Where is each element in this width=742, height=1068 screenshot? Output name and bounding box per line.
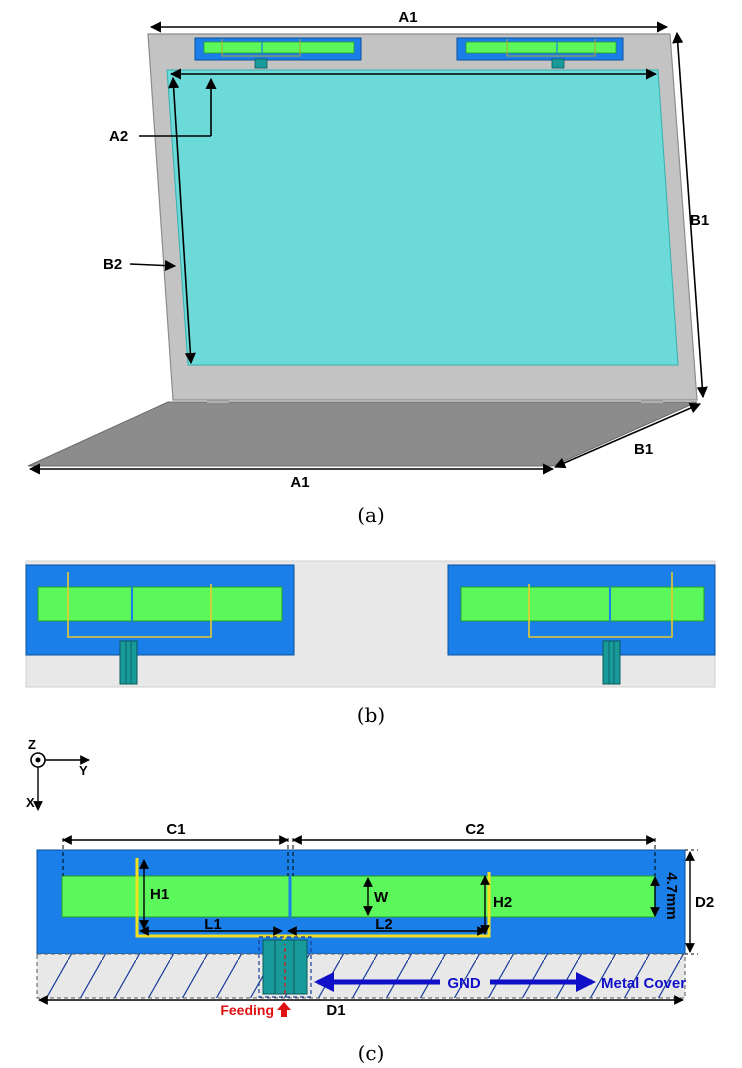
antenna-b-right — [447, 564, 716, 685]
label-a2: A2 — [109, 128, 128, 145]
lid-antenna-right — [456, 37, 624, 69]
caption-c: (c) — [358, 1041, 385, 1065]
leader-b2 — [129, 259, 177, 272]
antenna-b-left — [25, 564, 295, 685]
laptop-base — [27, 401, 698, 467]
dim-b1-screen — [672, 31, 708, 399]
label-h1: H1 — [150, 886, 169, 903]
feeding-arrow-icon — [277, 1002, 291, 1017]
figure-a-laptop: A1 B1 B1 A1 A2 B2 (a) — [27, 9, 709, 527]
caption-a: (a) — [357, 503, 385, 527]
label-b2: B2 — [103, 256, 122, 273]
label-w: W — [374, 889, 389, 906]
label-feeding: Feeding — [220, 1002, 274, 1018]
dim-b2 — [168, 76, 196, 365]
patch — [61, 875, 656, 918]
label-b1-screen: B1 — [690, 212, 709, 229]
figure-b-antennas: (b) — [25, 560, 716, 727]
figure-c-antenna-detail: Z Y X C1 C2 H1 W — [26, 737, 714, 1065]
label-c1: C1 — [166, 821, 185, 838]
label-thickness: 4.7mm — [663, 872, 680, 920]
label-b1-base: B1 — [634, 441, 653, 458]
label-l1: L1 — [204, 916, 222, 933]
axis-x-label: X — [26, 795, 35, 810]
label-a1-top: A1 — [398, 9, 417, 26]
lid-antenna-left — [194, 37, 362, 69]
label-c2: C2 — [465, 821, 484, 838]
axis-symbol: Z Y X — [26, 737, 90, 811]
display-area — [166, 69, 679, 366]
axis-z-label: Z — [28, 737, 36, 752]
label-a1-bottom: A1 — [290, 474, 309, 491]
caption-b: (b) — [357, 703, 385, 727]
label-d2: D2 — [695, 894, 714, 911]
label-l2: L2 — [375, 916, 393, 933]
label-d1: D1 — [326, 1002, 345, 1019]
dim-b1-base — [553, 402, 702, 469]
label-metal-cover: Metal Cover — [601, 975, 686, 992]
label-h2: H2 — [493, 894, 512, 911]
label-gnd: GND — [447, 975, 481, 992]
axis-y-label: Y — [79, 763, 88, 778]
